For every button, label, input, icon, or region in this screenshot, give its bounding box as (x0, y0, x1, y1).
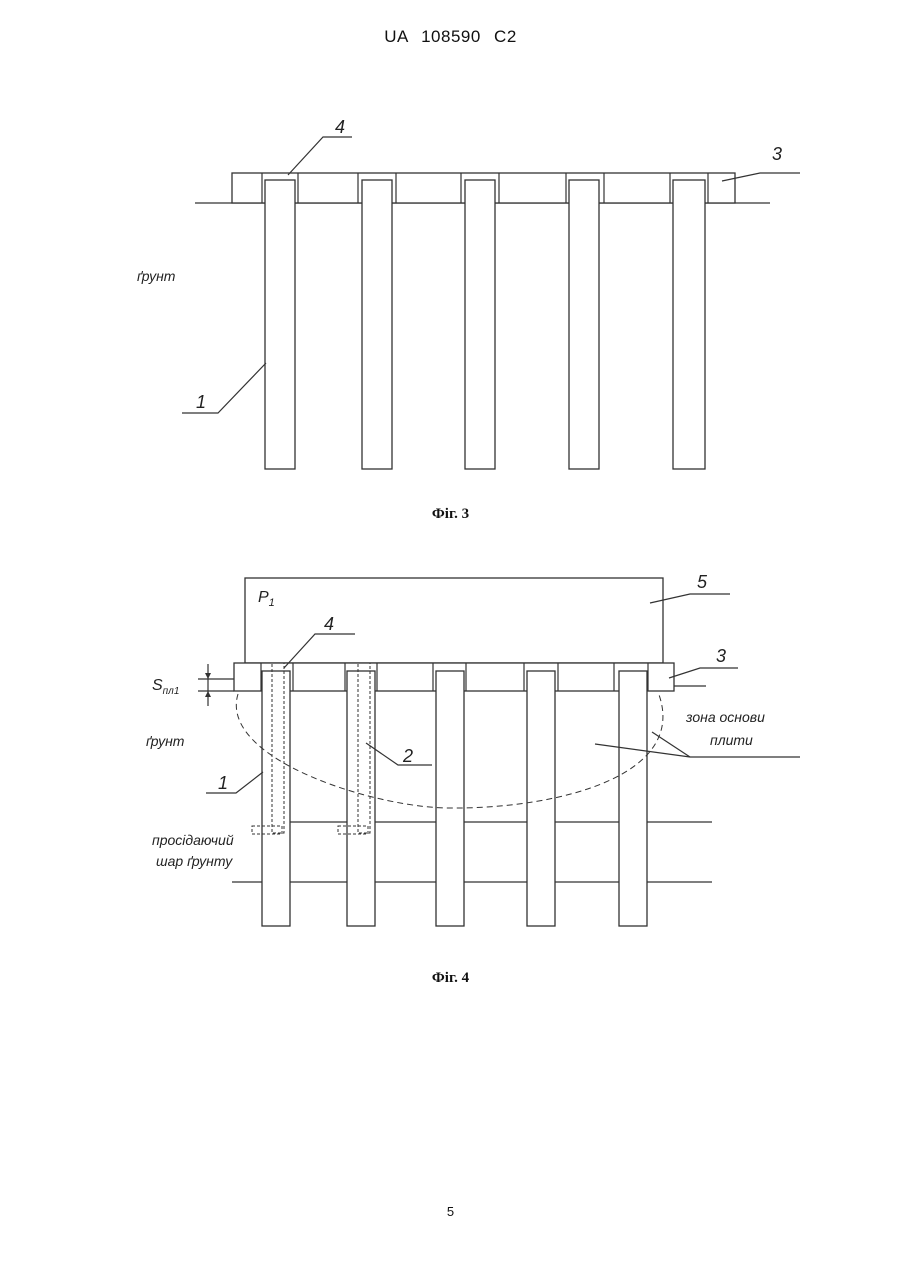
fig4-leader-3 (669, 668, 738, 678)
fig4-label-zone-line1: зона основи (685, 709, 765, 725)
fig4-label-pile: 1 (218, 773, 228, 793)
fig4-label-soil: ґрунт (146, 733, 185, 749)
figure-4: P1 5 4 3 Sпл1 ґрунт 2 1 зона основи плит… (0, 540, 901, 970)
fig3-label-slab: 3 (772, 144, 782, 164)
fig4-load-block (245, 578, 663, 663)
fig4-settlement-marker (198, 664, 234, 706)
fig4-pile (436, 671, 464, 926)
fig4-label-zone-line2: плити (710, 732, 753, 748)
fig3-pile (265, 180, 295, 469)
fig4-piles (262, 671, 647, 926)
page-number: 5 (0, 1204, 901, 1219)
fig3-piles (265, 180, 705, 469)
fig3-pile (673, 180, 705, 469)
fig4-caption: Фіг. 4 (0, 970, 901, 987)
fig3-leader-1 (182, 363, 266, 413)
fig3-label-gasket: 4 (335, 117, 345, 137)
fig3-caption: Фіг. 3 (0, 506, 901, 523)
fig3-label-soil: ґрунт (137, 268, 176, 284)
fig4-leader-zone-b (652, 732, 690, 757)
fig3-pile (362, 180, 392, 469)
fig3-pile (569, 180, 599, 469)
fig4-pile (347, 671, 375, 926)
fig4-label-settlement: Sпл1 (152, 677, 179, 697)
fig4-label-sleeve: 2 (402, 746, 413, 766)
fig4-leader-2 (366, 743, 432, 765)
fig3-leader-4 (288, 137, 352, 175)
fig3-pile (465, 180, 495, 469)
fig4-pile (619, 671, 647, 926)
figure-3: 4 3 ґрунт 1 (0, 0, 901, 540)
fig4-label-load-block: 5 (697, 572, 708, 592)
fig4-pile (262, 671, 290, 926)
fig4-leader-1 (206, 772, 263, 793)
fig4-label-slab: 3 (716, 646, 726, 666)
fig3-label-pile: 1 (196, 392, 206, 412)
fig4-label-layer-line2: шар ґрунту (156, 853, 233, 869)
fig4-label-gasket: 4 (324, 614, 334, 634)
fig4-label-layer-line1: просідаючий (152, 832, 234, 848)
